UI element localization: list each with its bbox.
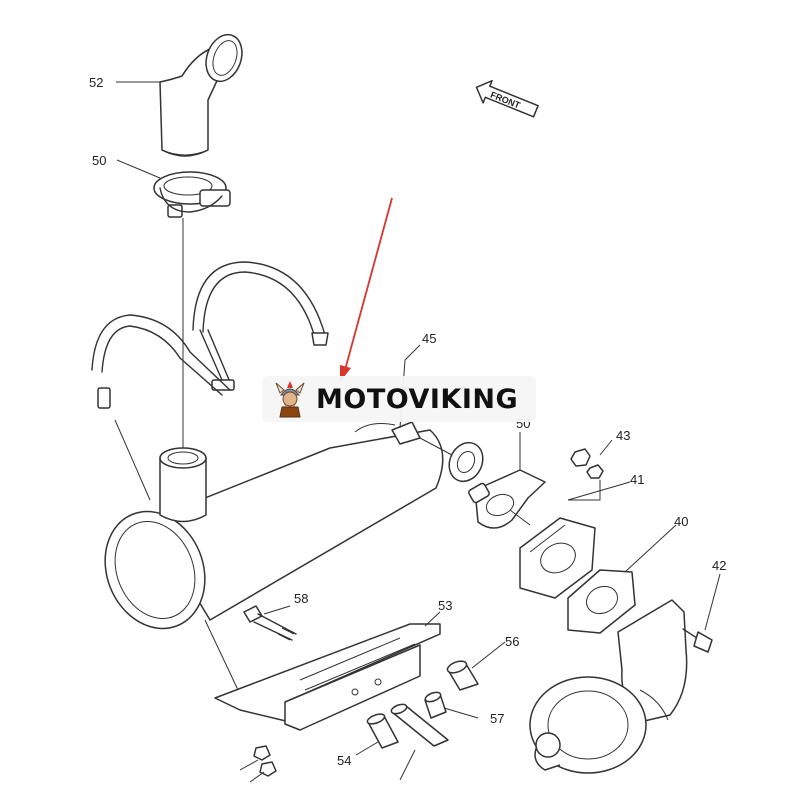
viking-logo-icon xyxy=(275,381,305,418)
brand-watermark: MOTOVIKING xyxy=(262,376,536,422)
part-41-flange xyxy=(519,480,601,599)
callout-41: 41 xyxy=(630,472,644,487)
exhaust-manifold xyxy=(529,599,688,774)
callout-40: 40 xyxy=(674,514,688,529)
bottom-nuts xyxy=(239,745,277,783)
callout-52: 52 xyxy=(89,75,103,90)
muffler-body xyxy=(104,421,444,630)
callout-54: 54 xyxy=(337,753,351,768)
part-42-bolt xyxy=(682,628,713,653)
front-direction-marker: FRONT xyxy=(475,79,539,118)
callout-leaders xyxy=(116,81,721,781)
callout-53: 53 xyxy=(438,598,452,613)
part-43-nuts xyxy=(570,448,604,479)
callout-50-top: 50 xyxy=(92,153,106,168)
callout-57: 57 xyxy=(490,711,504,726)
part-50-clamp-top xyxy=(153,171,231,218)
callout-42: 42 xyxy=(712,558,726,573)
callout-43: 43 xyxy=(616,428,630,443)
callout-45: 45 xyxy=(422,331,436,346)
hanger-strap-front xyxy=(91,314,231,501)
part-45-gasket xyxy=(419,437,484,483)
long-spacer xyxy=(390,703,449,747)
callout-58: 58 xyxy=(294,591,308,606)
part-58-bolt xyxy=(243,605,297,641)
part-57-spacer xyxy=(424,691,447,719)
part-56-spacer xyxy=(446,660,479,691)
part-53-bracket xyxy=(204,619,441,731)
part-40-gasket xyxy=(567,569,636,634)
part-54-spacer xyxy=(366,713,399,749)
hanger-strap-rear xyxy=(192,261,329,391)
part-52-elbow-pipe xyxy=(159,33,243,157)
pointer-arrow xyxy=(340,197,393,382)
callout-56: 56 xyxy=(505,634,519,649)
brand-name: MOTOVIKING xyxy=(316,383,519,415)
part-50-clamp-right xyxy=(468,469,546,529)
